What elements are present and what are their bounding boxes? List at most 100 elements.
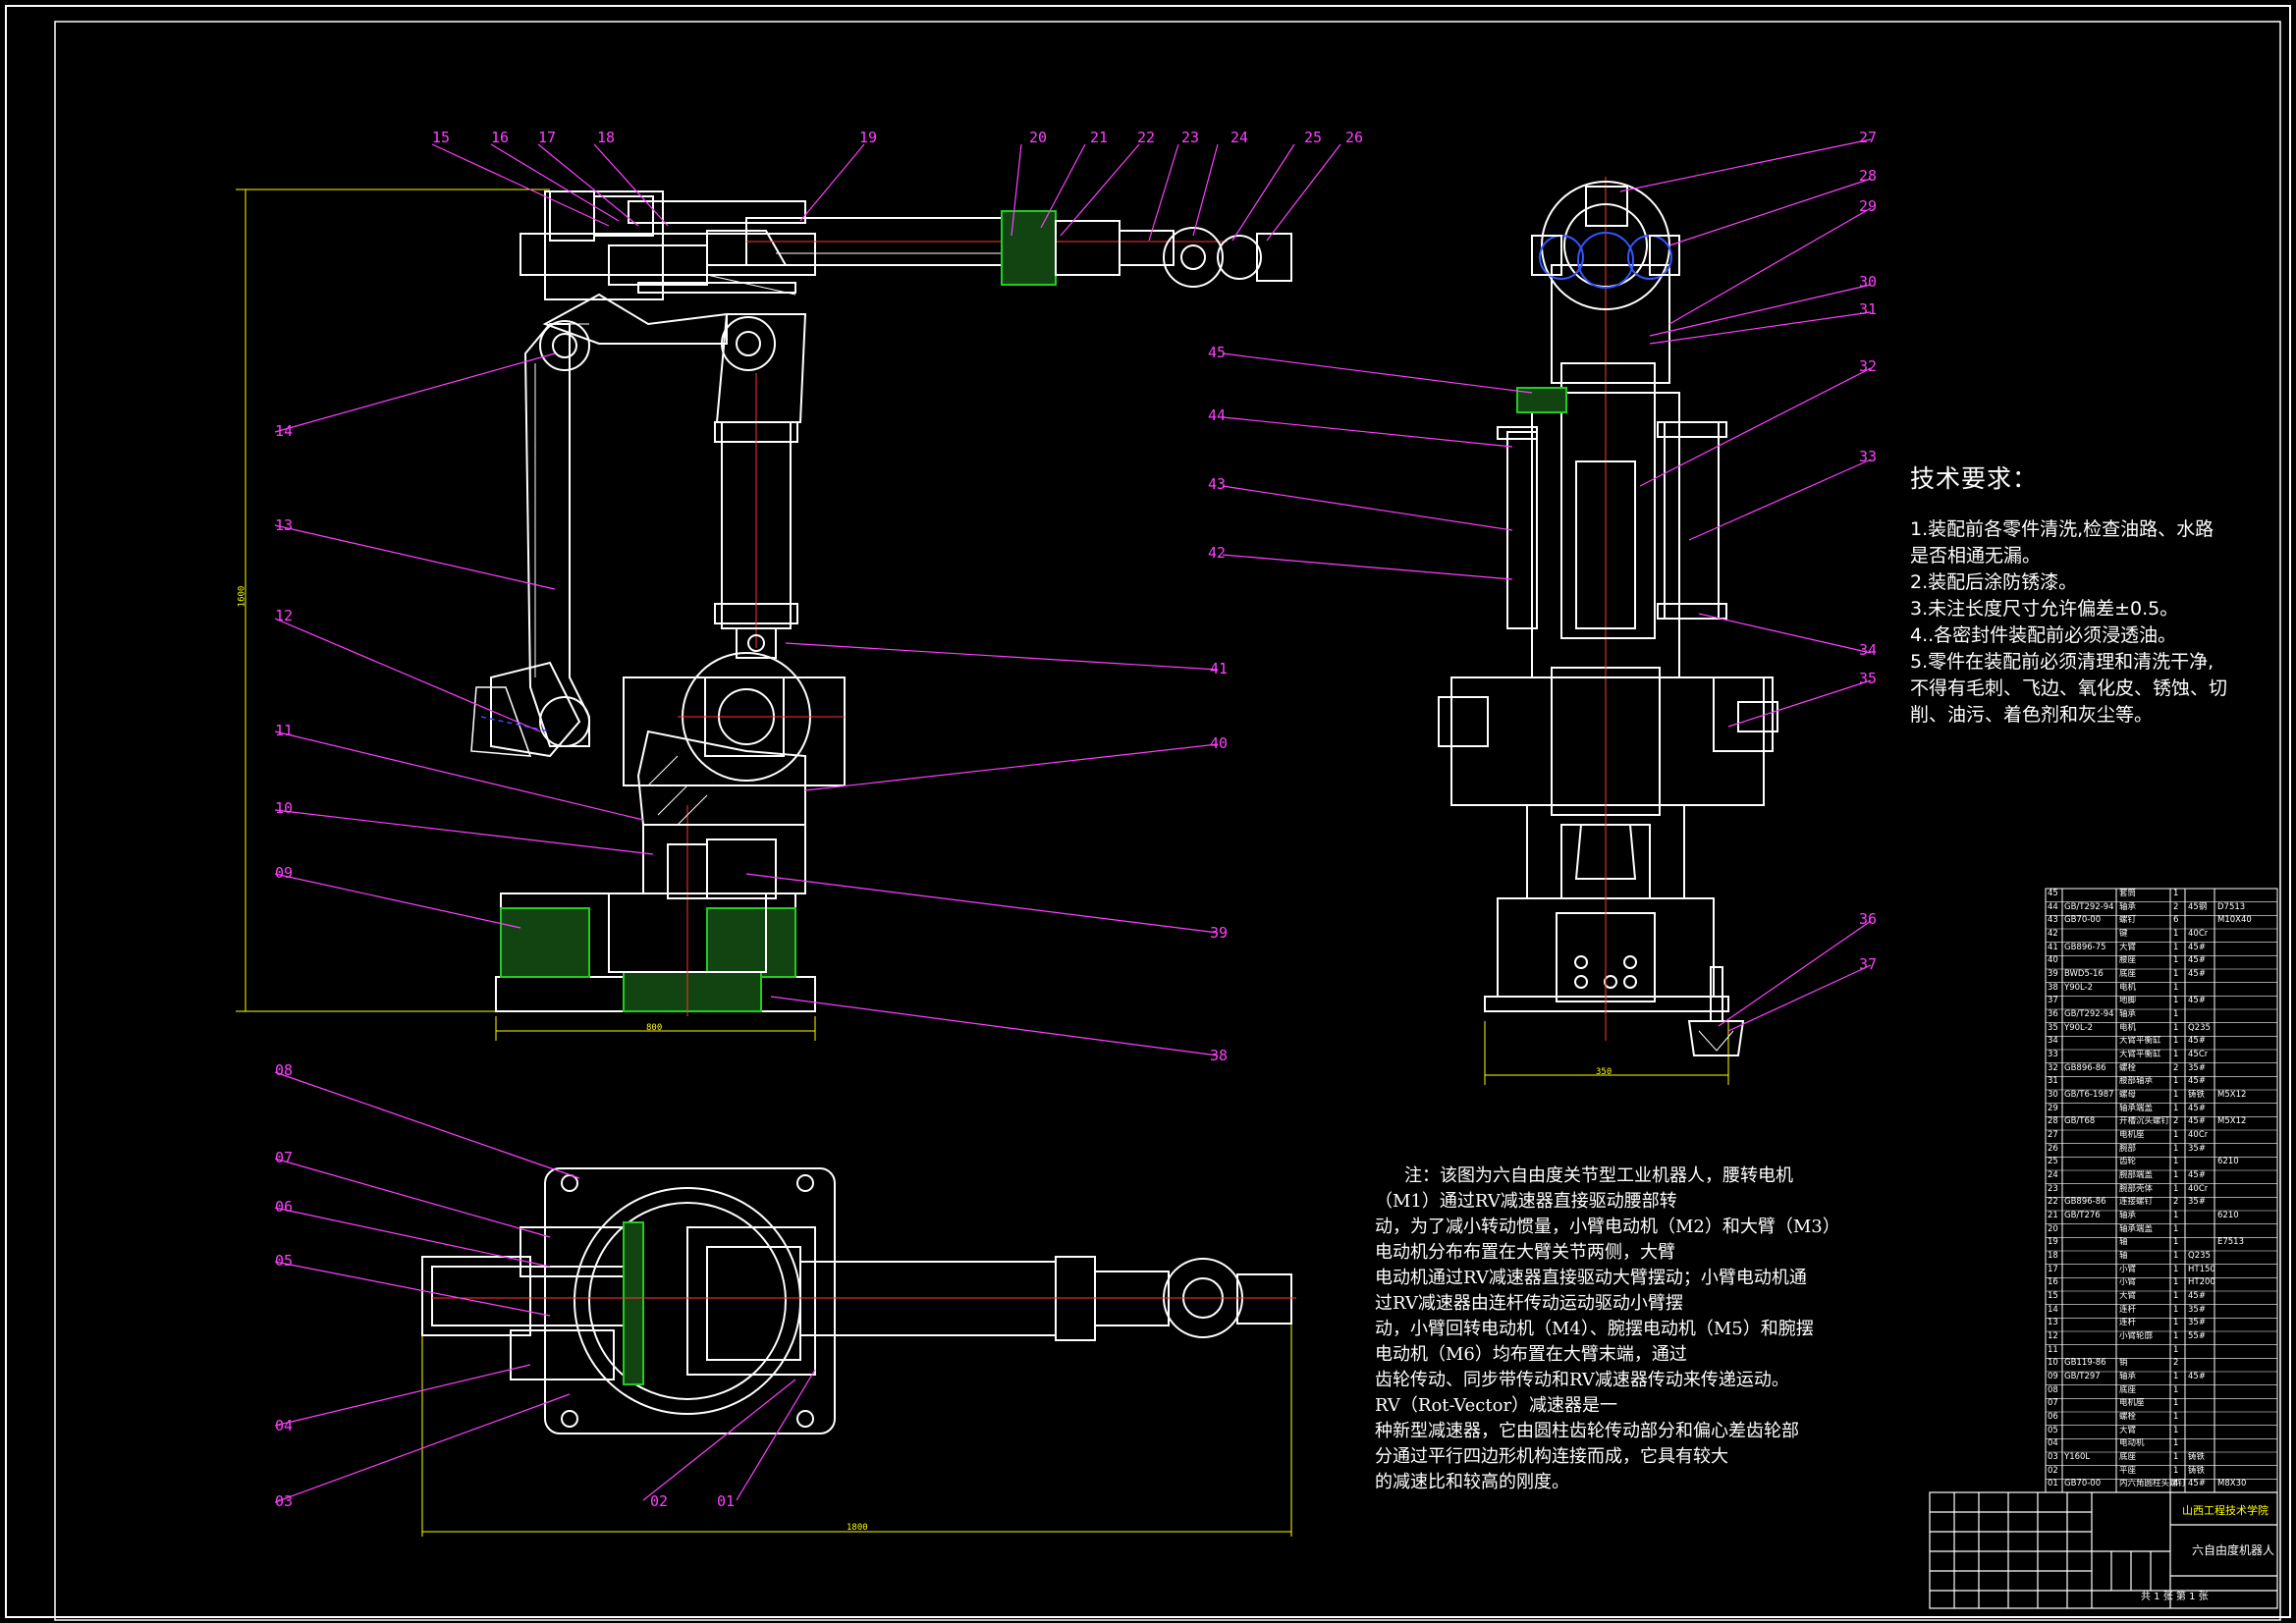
bom-cell-no: 26	[2048, 1143, 2058, 1154]
part-label-25: 25	[1304, 129, 1323, 146]
bom-cell-no: 31	[2048, 1076, 2058, 1087]
bom-cell-name: 大臂	[2119, 1291, 2137, 1301]
bom-cell-no: 10	[2048, 1358, 2058, 1369]
part-label-11: 11	[275, 722, 294, 739]
part-label-37: 37	[1859, 955, 1878, 973]
bom-cell-mat: 40Cr	[2188, 1183, 2209, 1194]
bom-cell-mat: 55#	[2188, 1331, 2206, 1341]
bom-cell-qty: 1	[2173, 1022, 2179, 1033]
bom-cell-code: Y160L	[2064, 1452, 2091, 1462]
requirement-line: 1.装配前各零件清洗,检查油路、水路	[1910, 518, 2214, 540]
bom-cell-no: 09	[2048, 1372, 2058, 1381]
title-block-school: 山西工程技术学院	[2182, 1504, 2269, 1517]
bom-cell-qty: 1	[2173, 1090, 2179, 1100]
bom-cell-note: D7513	[2217, 901, 2246, 912]
bom-cell-mat: 45#	[2188, 1372, 2206, 1381]
front-view	[236, 189, 1292, 1041]
note-line: 动，小臂回转电动机（M4）、腕摆电动机（M5）和腕摆	[1375, 1319, 1814, 1339]
bom-cell-code: Y90L-2	[2064, 1022, 2094, 1033]
bom-cell-name: 大臂	[2119, 1425, 2137, 1435]
requirement-line: 是否相通无漏。	[1910, 545, 2042, 567]
design-note: 注：该图为六自由度关节型工业机器人，腰转电机 （M1）通过RV减速器直接驱动腰部…	[1375, 1163, 1866, 1495]
bom-cell-qty: 1	[2173, 969, 2179, 979]
bom-cell-name: 轴承	[2119, 901, 2137, 912]
bom-cell-note: M10X40	[2217, 915, 2252, 926]
part-label-14: 14	[275, 422, 294, 440]
requirement-line: 4..各密封件装配前必须浸透油。	[1910, 624, 2177, 646]
bom-cell-name: 电机座	[2119, 1130, 2145, 1140]
bom-cell-code: GB/T292-94	[2064, 1009, 2114, 1019]
part-label-10: 10	[275, 799, 294, 817]
bom-cell-name: 连杆	[2119, 1318, 2137, 1328]
bom-cell-no: 16	[2048, 1277, 2058, 1288]
part-label-41: 41	[1210, 660, 1229, 677]
bom-cell-name: 连接螺钉	[2119, 1197, 2154, 1208]
bom-cell-mat: 40Cr	[2188, 1130, 2209, 1140]
bom-cell-qty: 1	[2173, 1438, 2179, 1449]
bom-cell-code: GB/T276	[2064, 1211, 2101, 1220]
inner-frame	[54, 21, 2281, 1621]
bom-cell-no: 37	[2048, 996, 2058, 1006]
bom-cell-mat: 35#	[2188, 1143, 2206, 1154]
bom-cell-mat: 45Cr	[2188, 1050, 2209, 1059]
part-label-18: 18	[597, 129, 616, 146]
bom-cell-no: 15	[2048, 1291, 2058, 1301]
bom-cell-note: 6210	[2217, 1157, 2239, 1167]
part-label-13: 13	[275, 516, 294, 534]
part-label-36: 36	[1859, 910, 1878, 928]
bom-cell-code: GB896-86	[2064, 1062, 2106, 1073]
part-label-26: 26	[1345, 129, 1364, 146]
bom-cell-qty: 1	[2173, 1412, 2179, 1422]
bom-cell-mat: 45#	[2188, 1479, 2206, 1489]
bom-cell-qty: 1	[2173, 1304, 2179, 1315]
bom-cell-no: 04	[2048, 1438, 2058, 1449]
part-label-29: 29	[1859, 197, 1878, 215]
note-line: 电动机（M6）均布置在大臂末端，通过	[1375, 1344, 1687, 1365]
title-block-sheet: 共 1 张 第 1 张	[2141, 1592, 2209, 1602]
part-label-06: 06	[275, 1198, 294, 1216]
bom-cell-no: 36	[2048, 1009, 2058, 1019]
bom-cell-name: 腰部轴承	[2119, 1076, 2154, 1087]
part-label-32: 32	[1859, 357, 1878, 375]
dimension-front-height: 1600	[237, 585, 247, 608]
bom-cell-note: 6210	[2217, 1211, 2239, 1220]
note-line: 电动机通过RV减速器直接驱动大臂摆动；小臂电动机通	[1375, 1268, 1807, 1288]
bom-cell-name: 轴承端盖	[2119, 1103, 2154, 1113]
part-label-21: 21	[1090, 129, 1109, 146]
bom-cell-no: 19	[2048, 1237, 2058, 1248]
part-label-35: 35	[1859, 670, 1878, 687]
bom-cell-no: 14	[2048, 1304, 2058, 1315]
note-line: 种新型减速器，它由圆柱齿轮传动部分和偏心差齿轮部	[1375, 1421, 1799, 1441]
bom-cell-name: 底座	[2119, 1384, 2137, 1395]
bom-cell-qty: 6	[2173, 915, 2179, 926]
bom-cell-no: 33	[2048, 1050, 2058, 1059]
bom-cell-qty: 1	[2173, 1223, 2179, 1234]
part-label-23: 23	[1181, 129, 1200, 146]
bom-cell-name: 腕部端盖	[2119, 1170, 2154, 1180]
bom-cell-name: 键	[2119, 929, 2128, 939]
bom-cell-note: M5X12	[2217, 1116, 2247, 1127]
bom-cell-qty: 1	[2173, 1277, 2179, 1288]
bom-cell-qty: 1	[2173, 1264, 2179, 1274]
bom-cell-qty: 1	[2173, 1318, 2179, 1328]
bom-cell-no: 39	[2048, 969, 2058, 979]
bom-cell-qty: 2	[2173, 1062, 2179, 1073]
part-label-40: 40	[1210, 734, 1229, 752]
part-label-31: 31	[1859, 300, 1878, 318]
bom-cell-qty: 1	[2173, 1036, 2179, 1047]
bom-cell-qty: 1	[2173, 1157, 2179, 1167]
bom-cell-no: 12	[2048, 1331, 2058, 1341]
bom-cell-mat: 35#	[2188, 1304, 2206, 1315]
bom-cell-mat: 45#	[2188, 969, 2206, 979]
